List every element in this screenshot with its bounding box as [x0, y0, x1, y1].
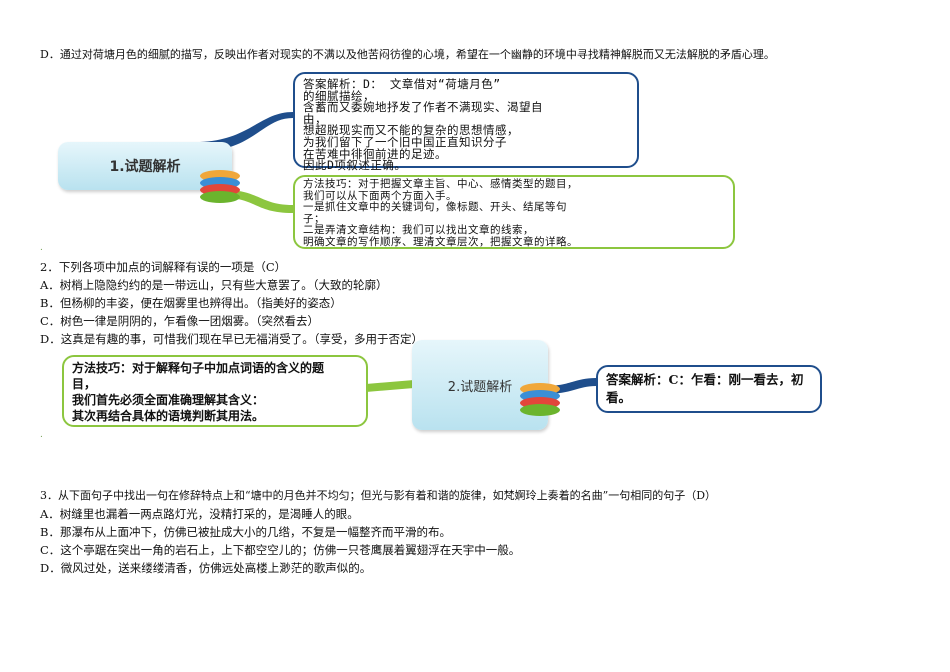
map2-answer-line: 答案解析：C：乍看：刚一看去，初 — [606, 372, 804, 387]
map1-stack-icon — [200, 170, 240, 204]
map1-answer-line: 答案解析：D： 文章借对“荷塘月色” — [303, 77, 501, 91]
map1-answer-line: 想超脱现实而又不能的复杂的思想情感， — [303, 123, 519, 138]
map1-method-line: 我们可以从下面两个方面入手。 — [303, 189, 457, 202]
map2-method-line: 我们首先必须全面准确理解其含义： — [72, 393, 265, 407]
map1-method-box: 方法技巧：对于把握文章主旨、中心、感情类型的题目， 我们可以从下面两个方面入手。… — [293, 175, 735, 249]
map1-topic-label: 1.试题解析 — [109, 159, 181, 175]
page-mark: . — [40, 243, 43, 253]
map1-answer-line: 在苦难中徘徊前进的足迹。 — [303, 146, 447, 161]
map1-method-line: 一是抓住文章中的关键词句，像标题、开头、结尾等句 — [303, 201, 567, 214]
map1-answer-line: 因此D项叙述正确。 — [303, 158, 407, 173]
map2-stack-icon — [520, 383, 560, 417]
q2-option-a: A．树梢上隐隐约约的是一带远山，只有些大意罢了。（大致的轮廓） — [40, 278, 388, 292]
map1-answer-line: 为我们留下了一个旧中国正直知识分子 — [303, 134, 507, 149]
map2-topic-label: 2.试题解析 — [447, 379, 513, 395]
q3-option-d: D．微风过处，送来缕缕清香，仿佛远处高楼上渺茫的歌声似的。 — [40, 561, 372, 575]
q3-option-c: C．这个亭踞在突出一角的岩石上，上下都空空儿的；仿佛一只苍鹰展着翼翅浮在天宇中一… — [40, 543, 521, 557]
map2-method-box: 方法技巧：对于解释句子中加点词语的含义的题 目， 我们首先必须全面准确理解其含义… — [62, 355, 368, 427]
map1-answer-line: 由， — [303, 111, 327, 126]
map2-method-line: 方法技巧：对于解释句子中加点词语的含义的题 — [72, 361, 325, 375]
map1-answer-box: 答案解析：D： 文章借对“荷塘月色” 的细腻描绘， 含蓄而又委婉地抒发了作者不满… — [293, 72, 639, 172]
map2-method-line: 目， — [72, 377, 97, 391]
map1-answer-line: 含蓄而又委婉地抒发了作者不满现实、渴望自 — [303, 100, 543, 115]
q3-option-a: A．树缝里也漏着一两点路灯光，没精打采的，是渴睡人的眼。 — [40, 507, 359, 521]
page-mark-2: . — [40, 430, 43, 440]
q2-option-b: B．但杨柳的丰姿，便在烟雾里也辨得出。（指美好的姿态） — [40, 296, 342, 310]
q1-option-d: D．通过对荷塘月色的细腻的描写，反映出作者对现实的不满以及他苦闷彷徨的心境，希望… — [40, 48, 775, 61]
map1-method-line: 子； — [303, 212, 325, 225]
map1-method-line: 二是弄清文章结构：我们可以找出文章的线索， — [303, 224, 534, 237]
map1-answer-line: 的细腻描绘， — [303, 88, 375, 103]
map1-method-line: 明确文章的写作顺序、理清文章层次，把握文章的详略。 — [303, 235, 578, 248]
map2-answer-line: 看。 — [606, 390, 632, 405]
map1-method-line: 方法技巧：对于把握文章主旨、中心、感情类型的题目， — [303, 178, 578, 190]
q2-stem: 2．下列各项中加点的词解释有误的一项是（C） — [40, 260, 287, 274]
q3-stem: 3．从下面句子中找出一句在修辞特点上和“塘中的月色并不均匀；但光与影有着和谐的旋… — [40, 489, 717, 502]
q2-option-c: C．树色一律是阴阴的，乍看像一团烟雾。（突然看去） — [40, 314, 320, 328]
map2-answer-box: 答案解析：C：乍看：刚一看去，初 看。 — [596, 365, 822, 413]
map2-method-line: 其次再结合具体的语境判断其用法。 — [72, 409, 265, 423]
q2-option-d: D．这真是有趣的事，可惜我们现在早已无福消受了。（享受，多用于否定） — [40, 332, 423, 346]
q3-option-b: B．那瀑布从上面冲下，仿佛已被扯成大小的几绺，不复是一幅整齐而平滑的布。 — [40, 525, 451, 539]
